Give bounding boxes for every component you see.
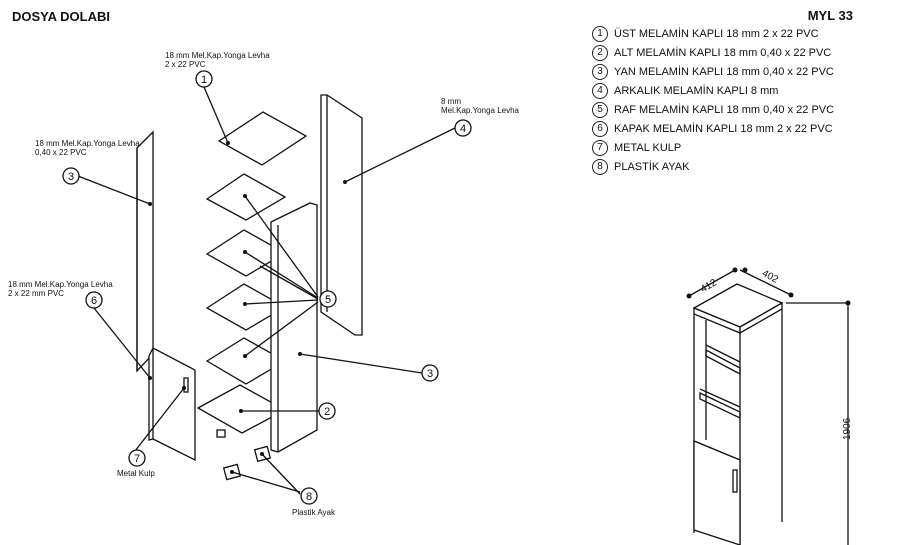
right-side-panel bbox=[270, 202, 318, 453]
legend-label: RAF MELAMİN KAPLI 18 mm 0,40 x 22 PVC bbox=[614, 103, 835, 116]
legend-item: 3 YAN MELAMİN KAPLI 18 mm 0,40 x 22 PVC bbox=[592, 62, 834, 81]
marker-3: 3 bbox=[427, 368, 433, 380]
marker-3: 3 bbox=[68, 171, 74, 183]
dimension-width: 402 bbox=[760, 268, 780, 286]
legend-number: 8 bbox=[592, 158, 608, 175]
parts-legend: 1 ÜST MELAMİN KAPLI 18 mm 2 x 22 PVC 2 A… bbox=[592, 24, 834, 176]
legend-label: ÜST MELAMİN KAPLI 18 mm 2 x 22 PVC bbox=[614, 27, 819, 40]
back-panel-callout: 8 mm Mel.Kap.Yonga Levha bbox=[441, 97, 519, 115]
legend-label: ALT MELAMİN KAPLI 18 mm 0,40 x 22 PVC bbox=[614, 46, 832, 59]
dimension-height: 1906 bbox=[842, 417, 853, 440]
legend-number: 7 bbox=[592, 139, 608, 156]
legend-label: KAPAK MELAMİN KAPLI 18 mm 2 x 22 PVC bbox=[614, 122, 833, 135]
legend-label: METAL KULP bbox=[614, 141, 682, 154]
assembled-cabinet bbox=[686, 267, 851, 545]
legend-label: YAN MELAMİN KAPLI 18 mm 0,40 x 22 PVC bbox=[614, 65, 834, 78]
legend-item: 5 RAF MELAMİN KAPLI 18 mm 0,40 x 22 PVC bbox=[592, 100, 834, 119]
legend-item: 8 PLASTİK AYAK bbox=[592, 157, 834, 176]
side-panel-callout: 18 mm Mel.Kap.Yonga Levha 0,40 x 22 PVC bbox=[35, 139, 140, 157]
legend-item: 6 KAPAK MELAMİN KAPLI 18 mm 2 x 22 PVC bbox=[592, 119, 834, 138]
model-code: MYL 33 bbox=[807, 8, 853, 23]
legend-item: 1 ÜST MELAMİN KAPLI 18 mm 2 x 22 PVC bbox=[592, 24, 834, 43]
legend-number: 2 bbox=[592, 44, 608, 61]
marker-2: 2 bbox=[324, 406, 330, 418]
dimension-depth: 412 bbox=[699, 277, 719, 295]
legend-item: 2 ALT MELAMİN KAPLI 18 mm 0,40 x 22 PVC bbox=[592, 43, 834, 62]
legend-number: 5 bbox=[592, 101, 608, 118]
legend-label: ARKALIK MELAMİN KAPLI 8 mm bbox=[614, 84, 779, 97]
metal-handle bbox=[183, 377, 189, 393]
marker-7: 7 bbox=[134, 453, 140, 465]
legend-label: PLASTİK AYAK bbox=[614, 160, 690, 173]
top-panel-callout: 18 mm Mel.Kap.Yonga Levha 2 x 22 PVC bbox=[165, 51, 270, 69]
legend-number: 6 bbox=[592, 120, 608, 137]
marker-6: 6 bbox=[91, 295, 97, 307]
marker-4: 4 bbox=[460, 123, 466, 135]
legend-number: 4 bbox=[592, 82, 608, 99]
legend-item: 7 METAL KULP bbox=[592, 138, 834, 157]
page-title: DOSYA DOLABI bbox=[12, 9, 110, 24]
handle-label: Metal Kulp bbox=[117, 469, 155, 478]
left-side-panel bbox=[136, 130, 154, 373]
legend-number: 1 bbox=[592, 25, 608, 42]
top-panel bbox=[217, 111, 308, 166]
door-callout: 18 mm Mel.Kap.Yonga Levha 2 x 22 mm PVC bbox=[8, 280, 113, 298]
plastic-foot bbox=[216, 429, 226, 438]
feet-label: Plastik Ayak bbox=[292, 508, 335, 517]
cabinet-handle bbox=[732, 469, 738, 493]
marker-5: 5 bbox=[325, 294, 331, 306]
legend-item: 4 ARKALIK MELAMİN KAPLI 8 mm bbox=[592, 81, 834, 100]
legend-number: 3 bbox=[592, 63, 608, 80]
marker-8: 8 bbox=[306, 491, 312, 503]
marker-1: 1 bbox=[201, 74, 207, 86]
